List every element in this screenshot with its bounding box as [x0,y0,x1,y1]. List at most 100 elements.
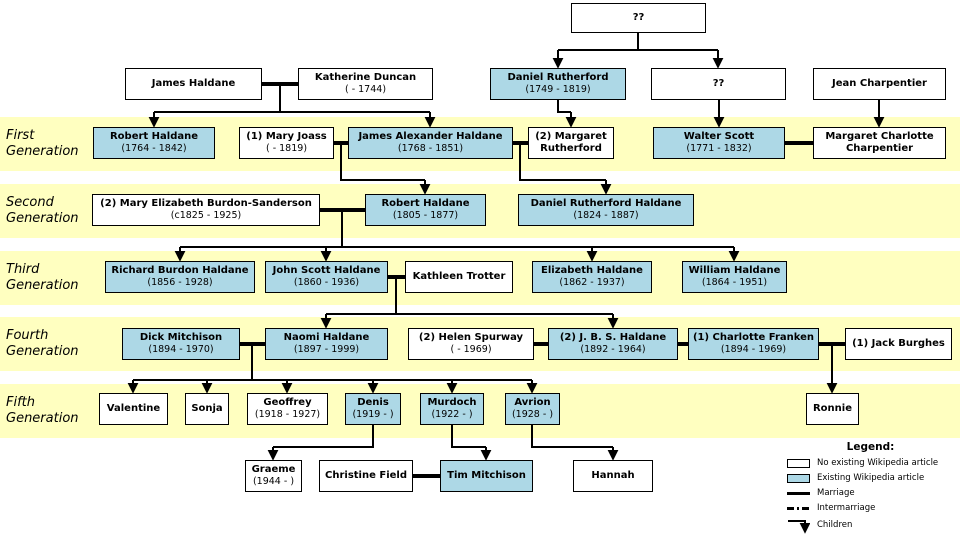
person-box-valentine: Valentine [99,393,168,425]
person-name: Graeme [251,464,296,475]
person-box-geoffrey: Geoffrey(1918 - 1927) [247,393,328,425]
person-box-daniel_rutherford_haldane[interactable]: Daniel Rutherford Haldane(1824 - 1887) [518,194,694,226]
person-dates: (1897 - 1999) [293,344,360,355]
person-box-james_alexander_haldane[interactable]: James Alexander Haldane(1768 - 1851) [348,127,513,159]
legend-item-label: Marriage [817,488,855,498]
generation-label-line1: Fourth [6,328,49,343]
person-name: John Scott Haldane [272,265,381,276]
legend-item-no-article: No existing Wikipedia article [787,458,958,468]
legend-item-children: Children [787,518,958,536]
person-box-william_haldane[interactable]: William Haldane(1864 - 1951) [682,261,787,293]
person-name: Margaret Charlotte Charpentier [825,131,934,154]
person-name: (2) Helen Spurway [418,332,524,343]
person-box-richard_burdon_haldane[interactable]: Richard Burdon Haldane(1856 - 1928) [105,261,255,293]
person-box-elizabeth_haldane[interactable]: Elizabeth Haldane(1862 - 1937) [532,261,652,293]
legend-item-existing-article: Existing Wikipedia article [787,473,958,483]
generation-label-line2: Generation [6,278,79,293]
person-name: Robert Haldane [381,198,470,209]
person-box-daniel_rutherford[interactable]: Daniel Rutherford(1749 - 1819) [490,68,626,100]
person-box-charlotte_franken[interactable]: (1) Charlotte Franken(1894 - 1969) [688,328,819,360]
person-dates: (1919 - ) [352,409,394,420]
person-box-murdoch[interactable]: Murdoch(1922 - ) [420,393,484,425]
intermarriage-line-icon [787,506,810,510]
person-name: (2) Margaret Rutherford [535,131,607,154]
generation-label-line2: Generation [6,344,79,359]
person-name: Christine Field [325,470,407,481]
person-box-walter_scott[interactable]: Walter Scott(1771 - 1832) [653,127,785,159]
person-box-avrion[interactable]: Avrion(1928 - ) [505,393,560,425]
person-box-margaret_charlotte_charpentier: Margaret Charlotte Charpentier [813,127,946,159]
person-name: (1) Charlotte Franken [692,332,815,343]
person-name: Geoffrey [263,397,312,408]
person-name: Denis [357,397,389,408]
person-name: Katherine Duncan [314,72,417,83]
person-dates: ( - 1819) [265,143,308,154]
person-dates: (1764 - 1842) [121,143,187,154]
person-box-katherine_duncan: Katherine Duncan( - 1744) [298,68,433,100]
generation-label-fifth: Fifth Generation [6,395,79,427]
person-box-hannah: Hannah [573,460,653,492]
person-dates: (1928 - ) [511,409,554,420]
person-dates: ( - 1744) [344,84,387,95]
legend-title: Legend: [846,441,895,453]
person-dates: (c1825 - 1925) [170,210,242,221]
person-dates: (1860 - 1936) [293,277,360,288]
person-name: (1) Mary Joass [246,131,327,142]
generation-label-line1: Third [6,262,40,277]
children-arrow-icon [788,520,810,534]
person-box-sonja: Sonja [185,393,229,425]
person-box-dick_mitchison[interactable]: Dick Mitchison(1894 - 1970) [122,328,240,360]
person-name: James Alexander Haldane [358,131,503,142]
legend-item-label: Existing Wikipedia article [817,473,925,483]
generation-label-second: Second Generation [6,195,79,227]
person-name: James Haldane [151,78,236,89]
person-name: Daniel Rutherford Haldane [530,198,682,209]
person-box-naomi_haldane[interactable]: Naomi Haldane(1897 - 1999) [265,328,388,360]
person-box-unknown_2: ?? [651,68,786,100]
person-dates: (1944 - ) [252,476,295,487]
person-dates: (1922 - ) [431,409,473,420]
person-name: Richard Burdon Haldane [111,265,249,276]
legend-item-marriage: Marriage [787,488,958,498]
person-dates: (1892 - 1964) [580,344,646,355]
person-box-helen_spurway: (2) Helen Spurway( - 1969) [408,328,534,360]
person-dates: (1824 - 1887) [573,210,639,221]
generation-label-fourth: Fourth Generation [6,328,79,360]
person-box-robert_haldane_1764[interactable]: Robert Haldane(1764 - 1842) [93,127,215,159]
person-dates: (1805 - 1877) [392,210,459,221]
person-box-jack_burghes: (1) Jack Burghes [845,328,952,360]
generation-label-line2: Generation [6,144,79,159]
generation-label-line1: Fifth [6,395,36,410]
person-dates: (1768 - 1851) [397,143,464,154]
person-name: Daniel Rutherford [507,72,609,83]
person-box-james_haldane: James Haldane [125,68,262,100]
legend-item-label: No existing Wikipedia article [817,458,939,468]
person-name: Dick Mitchison [139,332,223,343]
person-box-robert_haldane_1805[interactable]: Robert Haldane(1805 - 1877) [365,194,486,226]
person-box-john_scott_haldane[interactable]: John Scott Haldane(1860 - 1936) [265,261,388,293]
person-name: ?? [712,78,725,89]
person-name: Sonja [191,403,223,414]
person-name: (2) Mary Elizabeth Burdon-Sanderson [100,198,312,209]
person-dates: (1918 - 1927) [254,409,321,420]
person-box-tim_mitchison[interactable]: Tim Mitchison [440,460,533,492]
person-name: Tim Mitchison [447,470,526,481]
person-dates: (1749 - 1819) [525,84,591,95]
person-box-ronnie: Ronnie [806,393,859,425]
person-box-jbs_haldane[interactable]: (2) J. B. S. Haldane(1892 - 1964) [548,328,678,360]
person-name: (1) Jack Burghes [852,338,945,349]
blue-box-swatch-icon [787,473,810,483]
generation-label-line1: First [6,128,35,143]
person-name: Murdoch [427,397,477,408]
generation-label-first: First Generation [6,128,79,160]
person-dates: (1864 - 1951) [701,277,768,288]
person-dates: (1894 - 1970) [148,344,214,355]
person-name: Valentine [106,403,161,414]
person-name: Kathleen Trotter [412,271,506,282]
person-dates: (1894 - 1969) [720,344,787,355]
person-name: Naomi Haldane [283,332,370,343]
person-box-denis[interactable]: Denis(1919 - ) [345,393,401,425]
legend-item-label: Children [817,520,853,530]
person-box-christine_field: Christine Field [319,460,413,492]
